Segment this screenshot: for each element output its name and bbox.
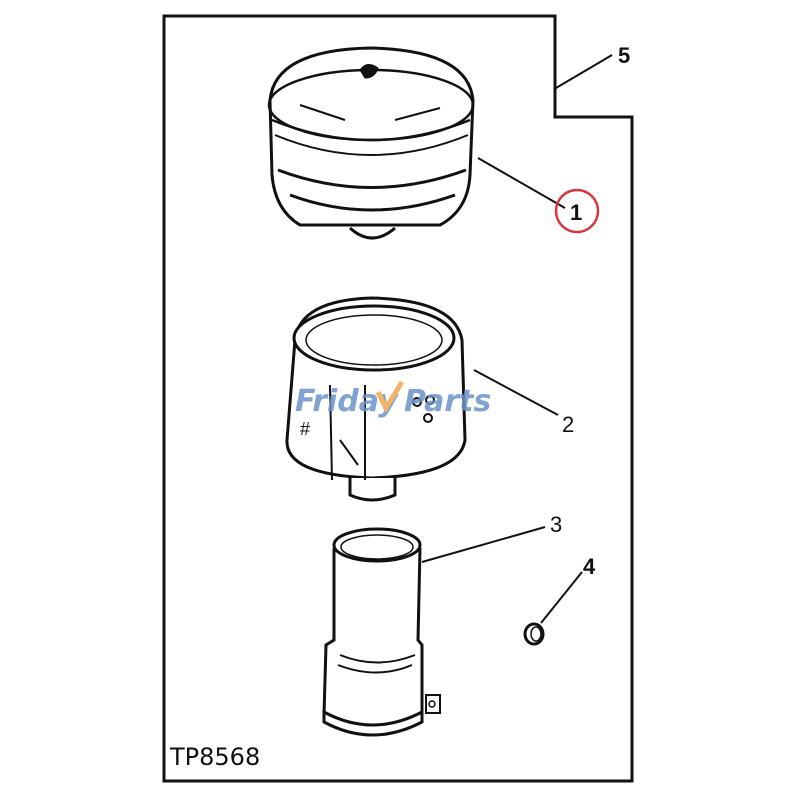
leader-line-2: [473, 369, 559, 416]
callout-1-highlight: [554, 188, 600, 234]
callout-4: 4: [583, 554, 596, 579]
svg-text:Parts: Parts: [404, 384, 491, 419]
callout-1: 1: [570, 200, 582, 225]
callout-2: 2: [562, 412, 574, 437]
callout-5: 5: [618, 43, 630, 68]
leader-line-4: [540, 571, 583, 624]
diagram-frame: [162, 14, 634, 783]
leader-line-5: [555, 54, 613, 89]
leader-line-1: [477, 157, 566, 209]
watermark: Friday Parts: [295, 380, 491, 419]
leader-line-3: [421, 526, 546, 563]
part-4-o-ring[interactable]: [523, 622, 545, 646]
part-3-inlet-tube[interactable]: [322, 527, 441, 737]
part-1-cap[interactable]: [267, 46, 475, 240]
svg-text:#: #: [300, 419, 310, 439]
callout-3: 3: [550, 512, 562, 537]
part-2-filter-element[interactable]: #: [285, 296, 467, 502]
drawing-id: TP8568: [169, 743, 260, 771]
